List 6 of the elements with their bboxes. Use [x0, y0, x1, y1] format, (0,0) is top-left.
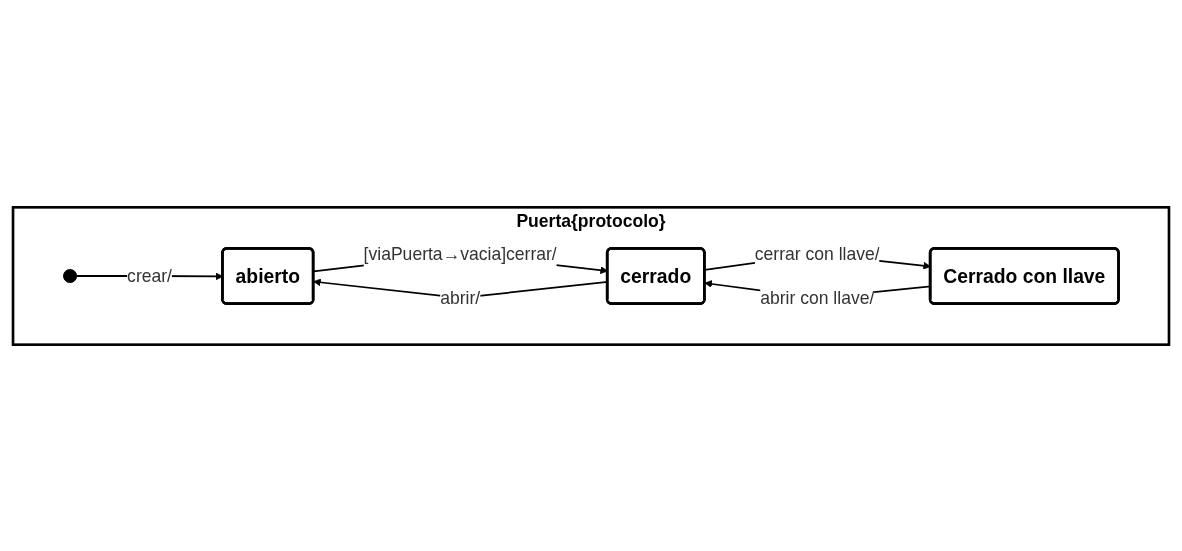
- edge-label: abrir/: [440, 287, 481, 308]
- edge-label: abrir con llave/: [760, 287, 875, 308]
- edge-label: crear/: [127, 265, 172, 286]
- edge-label: cerrar con llave/: [754, 243, 880, 264]
- edge-label: [viaPuerta→vacia]cerrar/: [363, 243, 557, 264]
- node-circle: [63, 268, 78, 283]
